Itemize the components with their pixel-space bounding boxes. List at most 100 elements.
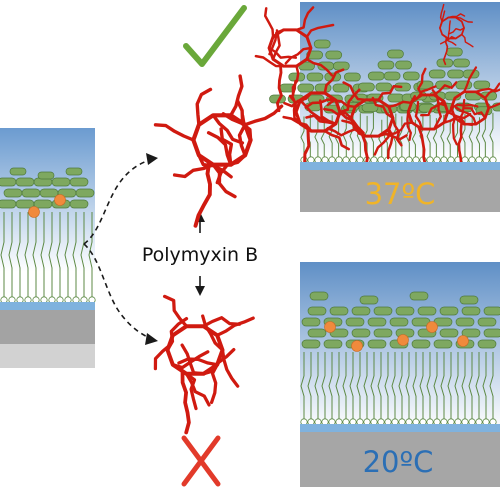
sugar-unit [65, 167, 83, 176]
acyl-chain [328, 352, 333, 420]
molecule-side-chain [417, 67, 427, 97]
molecule-side-chain [323, 68, 345, 95]
molecule-side-chain [323, 129, 350, 151]
molecule-side-chain [220, 348, 240, 388]
molecule-side-chain [439, 35, 457, 45]
panel-20c-substrate [300, 432, 500, 487]
acyl-chain [426, 114, 431, 158]
acyl-chain [370, 352, 375, 420]
acyl-chain [72, 212, 77, 298]
molecule-side-chain [410, 85, 437, 103]
cation-bead [457, 335, 469, 347]
sugar-unit [345, 317, 365, 327]
acyl-chain [447, 352, 452, 420]
molecule-side-chain [461, 33, 474, 48]
sugar-unit [389, 317, 409, 327]
acyl-chain [489, 112, 494, 158]
molecule-side-chain [263, 7, 275, 39]
molecule-side-chain [201, 347, 236, 376]
sugar-unit [447, 69, 464, 79]
acyl-chain [433, 352, 438, 420]
panel-20c-water-band [300, 424, 500, 432]
molecule-side-chain [432, 101, 442, 131]
sugar-unit [453, 58, 470, 68]
molecule-side-chain [201, 316, 242, 328]
molecule-side-chain [342, 81, 367, 102]
sugar-unit [383, 71, 401, 81]
sugar-unit [329, 328, 349, 338]
sugar-unit [0, 199, 17, 209]
molecule-side-chain [487, 102, 500, 110]
acyl-chain [24, 212, 29, 298]
sugar-unit [351, 306, 371, 316]
sugar-unit [0, 177, 17, 187]
molecule-side-chain [215, 316, 255, 337]
sugar-unit [445, 47, 463, 57]
sugar-unit [373, 328, 393, 338]
sugar-unit [373, 306, 393, 316]
acyl-chain [412, 352, 417, 420]
acyl-chain [398, 116, 403, 158]
branch-arrow-down-head [145, 333, 158, 345]
molecule-side-chain [451, 116, 458, 146]
sugar-unit [69, 177, 89, 187]
acyl-chain [349, 352, 354, 420]
left-membrane-panel [0, 128, 96, 368]
acyl-chain [475, 117, 480, 158]
acyl-chain [356, 113, 361, 158]
acyl-chain [391, 352, 396, 420]
acyl-chain [384, 352, 389, 420]
sugar-unit [21, 188, 41, 198]
sugar-unit [455, 80, 473, 90]
arrow-down-head [195, 286, 205, 296]
sugar-unit [409, 291, 429, 301]
sugar-unit [325, 50, 343, 60]
sugar-unit [473, 80, 491, 90]
panel-37c: 37ºC [254, 2, 500, 212]
acyl-chain [411, 119, 416, 158]
molecule-side-chain [243, 104, 284, 127]
acyl-chain [405, 352, 410, 420]
panel-37c-water-band [300, 162, 500, 170]
left-water-band [0, 302, 95, 310]
sugar-unit [459, 295, 479, 305]
acyl-chain [88, 212, 93, 298]
sugar-unit [367, 339, 387, 349]
sugar-unit [69, 199, 89, 209]
sugar-unit [461, 306, 481, 316]
molecule-side-chain [474, 87, 500, 93]
acyl-chain [356, 352, 361, 420]
molecule-side-chain [298, 98, 326, 122]
molecule-tail [180, 370, 191, 435]
sugar-unit [306, 72, 324, 82]
panel-20c: 20ºC [300, 262, 500, 487]
acyl-chain [314, 352, 319, 420]
polymyxin-molecule-upper [153, 74, 284, 228]
molecule-side-chain [463, 66, 478, 93]
sugar-unit [351, 328, 371, 338]
acyl-chain [481, 113, 486, 158]
molecule-side-chain [448, 27, 465, 35]
molecule-side-chain [201, 314, 225, 352]
panel-37c-bound-molecules [254, 3, 500, 183]
sugar-unit [332, 83, 350, 93]
molecule-side-chain [184, 372, 211, 407]
molecule-side-chain [439, 10, 446, 29]
acyl-chain [321, 352, 326, 420]
sugar-unit [39, 188, 59, 198]
sugar-unit [483, 306, 500, 316]
acyl-chain [426, 352, 431, 420]
molecule-side-chain [432, 81, 458, 97]
acyl-chain [440, 352, 445, 420]
molecule-side-chain [221, 112, 253, 142]
sugar-unit [417, 306, 437, 316]
acyl-chain [383, 115, 388, 158]
molecule-side-chain [219, 127, 234, 167]
sugar-unit [75, 188, 95, 198]
sugar-unit [301, 339, 321, 349]
sugar-unit [301, 317, 321, 327]
acyl-chain [56, 212, 61, 298]
sugar-unit [387, 49, 404, 59]
molecule-side-chain [305, 57, 334, 77]
